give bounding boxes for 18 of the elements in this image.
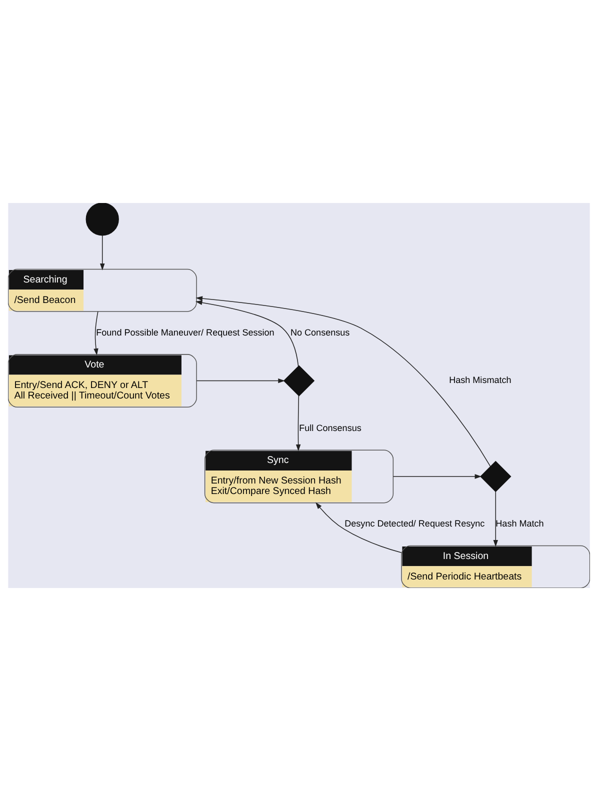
arrow bbox=[493, 490, 498, 546]
edge-label: Full Consensus bbox=[299, 422, 362, 432]
arrow bbox=[196, 296, 491, 466]
arrow bbox=[196, 378, 285, 383]
node-diamond bbox=[283, 364, 315, 396]
arrow bbox=[296, 394, 301, 451]
edge-label: Hash Match bbox=[496, 518, 544, 528]
arrow bbox=[195, 300, 299, 366]
arrow bbox=[94, 310, 98, 355]
arrow bbox=[392, 474, 482, 478]
edge-label: Desync Detected/ Request Resync bbox=[344, 518, 485, 528]
arrow bbox=[316, 502, 402, 553]
node-diamond bbox=[480, 460, 512, 492]
edge-label: Found Possible Maneuver/ Request Session bbox=[96, 326, 274, 337]
arrow bbox=[100, 234, 105, 270]
edge-label: Hash Mismatch bbox=[449, 374, 512, 385]
node-circle bbox=[86, 202, 119, 236]
edge-label: No Consensus bbox=[290, 326, 350, 337]
